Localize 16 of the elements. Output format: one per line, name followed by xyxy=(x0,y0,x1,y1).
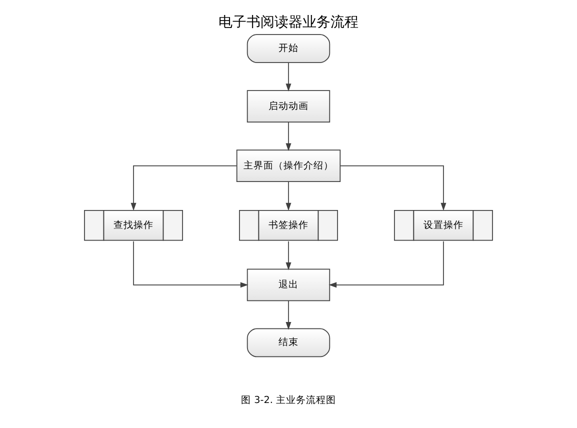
arrow xyxy=(286,300,292,330)
arrow xyxy=(286,240,292,270)
arrow xyxy=(286,62,292,92)
caption: 图 3-2. 主业务流程图 xyxy=(241,394,336,406)
arrow xyxy=(328,240,444,288)
node-box: 开始 xyxy=(246,34,330,63)
arrow xyxy=(133,240,248,288)
node-box: 退出 xyxy=(246,268,330,302)
arrow xyxy=(130,165,237,211)
arrow xyxy=(286,181,292,211)
node-box: 结束 xyxy=(246,328,330,358)
node-box: 启动动画 xyxy=(246,90,330,122)
diagram-title: 电子书阅读器业务流程 xyxy=(218,14,358,30)
arrow xyxy=(286,122,292,152)
arrow xyxy=(340,165,446,211)
node-box: 主界面（操作介绍） xyxy=(236,150,341,182)
